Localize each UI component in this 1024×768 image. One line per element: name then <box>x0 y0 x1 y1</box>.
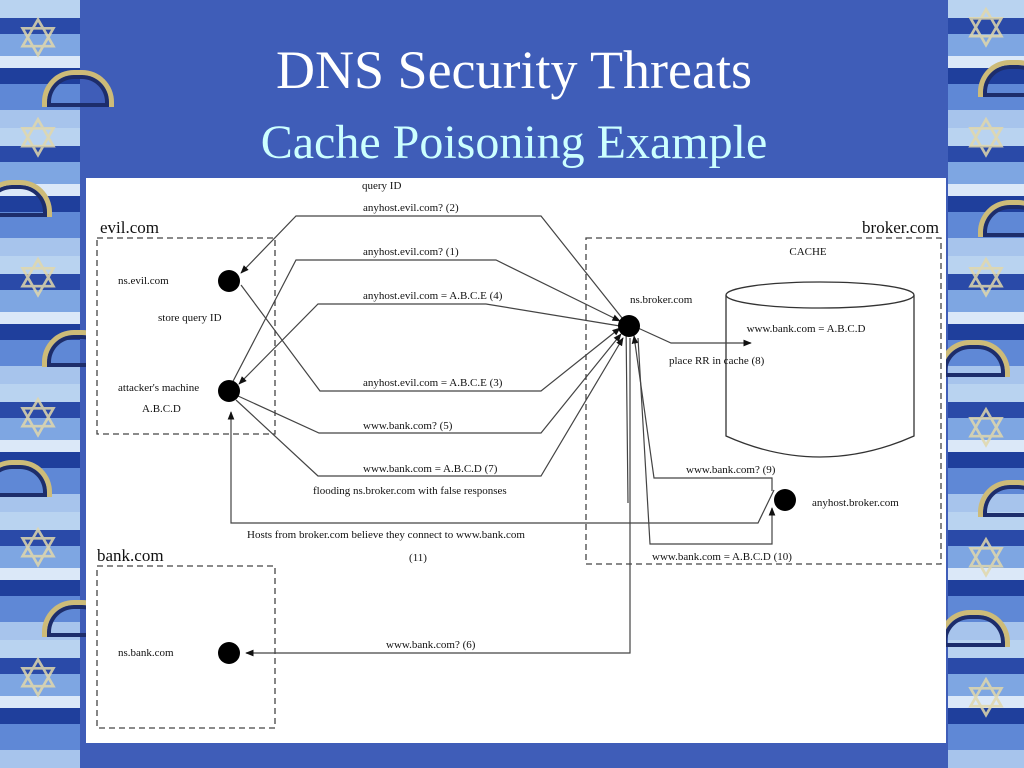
menorah-icon <box>978 480 1024 517</box>
attacker-label: attacker's machine <box>118 382 199 394</box>
message-line-10 <box>637 337 776 545</box>
menorah-icon <box>0 180 52 217</box>
star-of-david-icon: ✡ <box>15 647 61 710</box>
ns-bank-label: ns.bank.com <box>118 647 174 659</box>
slide-title: DNS Security Threats <box>276 40 752 100</box>
message-label-11-num: (11) <box>409 552 427 564</box>
menorah-icon <box>938 610 1010 647</box>
message-line-4 <box>238 303 621 385</box>
decorative-border-right: ✡ ✡ ✡ ✡ ✡ ✡ <box>938 0 1024 768</box>
query-id-label: query ID <box>362 180 401 192</box>
message-line-5 <box>237 333 622 434</box>
message-line-1 <box>228 259 621 390</box>
star-of-david-icon: ✡ <box>15 107 61 170</box>
message-label-7: www.bank.com = A.B.C.D (7) <box>363 463 498 475</box>
anyhost-broker-label: anyhost.broker.com <box>812 497 899 509</box>
broker-domain-box: broker.com CACHE <box>585 218 942 565</box>
bank-domain-label: bank.com <box>97 546 164 565</box>
star-of-david-icon: ✡ <box>15 387 61 450</box>
star-of-david-icon: ✡ <box>15 517 61 580</box>
menorah-icon <box>978 60 1024 97</box>
message-line-6 <box>245 338 631 657</box>
ns-bank-node <box>218 642 240 664</box>
slide-subtitle: Cache Poisoning Example <box>260 116 768 169</box>
star-of-david-icon: ✡ <box>963 527 1009 590</box>
slide-header: DNS Security Threats Cache Poisoning Exa… <box>80 0 948 178</box>
cache-cylinder: www.bank.com = A.B.C.D <box>725 281 915 458</box>
star-of-david-icon: ✡ <box>15 247 61 310</box>
message-line-8 <box>637 327 752 347</box>
message-label-5: www.bank.com? (5) <box>363 420 453 432</box>
diagram-canvas: evil.com broker.com CACHE bank.com www.b… <box>96 180 942 729</box>
message-label-3: anyhost.evil.com = A.B.C.E (3) <box>363 377 503 389</box>
decorative-border-left: ✡ ✡ ✡ ✡ ✡ ✡ <box>0 0 114 768</box>
ns-evil-label: ns.evil.com <box>118 275 169 287</box>
bank-domain-box: bank.com <box>96 546 276 729</box>
message-label-9: www.bank.com? (9) <box>686 464 776 476</box>
message-label-8: place RR in cache (8) <box>669 355 765 367</box>
anyhost-broker-node <box>774 489 796 511</box>
broker-domain-label: broker.com <box>862 218 939 237</box>
message-label-4: anyhost.evil.com = A.B.C.E (4) <box>363 290 503 302</box>
store-query-label: store query ID <box>158 312 222 324</box>
star-of-david-icon: ✡ <box>963 397 1009 460</box>
star-of-david-icon: ✡ <box>963 667 1009 730</box>
message-label-10: www.bank.com = A.B.C.D (10) <box>652 551 792 563</box>
message-line-7 <box>235 337 624 477</box>
menorah-icon <box>978 200 1024 237</box>
flooding-label: flooding ns.broker.com with false respon… <box>313 485 507 497</box>
ns-evil-node <box>218 270 240 292</box>
star-of-david-icon: ✡ <box>15 7 61 70</box>
message-line-9 <box>631 335 773 491</box>
attacker-node <box>218 380 240 402</box>
star-of-david-icon: ✡ <box>963 247 1009 310</box>
attacker-ip-label: A.B.C.D <box>142 403 181 415</box>
message-line-11 <box>227 411 775 524</box>
star-of-david-icon: ✡ <box>963 0 1009 60</box>
message-line-2 <box>240 215 629 504</box>
message-label-2: anyhost.evil.com? (2) <box>363 202 459 214</box>
ns-broker-node <box>618 315 640 337</box>
cache-entry: www.bank.com = A.B.C.D <box>747 323 866 335</box>
message-label-11-text: Hosts from broker.com believe they conne… <box>247 529 525 541</box>
menorah-icon <box>0 460 52 497</box>
message-label-6: www.bank.com? (6) <box>386 639 476 651</box>
ns-broker-label: ns.broker.com <box>630 294 693 306</box>
message-label-1: anyhost.evil.com? (1) <box>363 246 459 258</box>
star-of-david-icon: ✡ <box>963 107 1009 170</box>
evil-domain-label: evil.com <box>100 218 159 237</box>
cache-label: CACHE <box>789 246 827 258</box>
menorah-icon <box>938 340 1010 377</box>
cache-poisoning-diagram: evil.com broker.com CACHE bank.com www.b… <box>86 178 946 743</box>
message-line-3 <box>240 284 621 392</box>
evil-domain-box: evil.com <box>96 218 276 435</box>
